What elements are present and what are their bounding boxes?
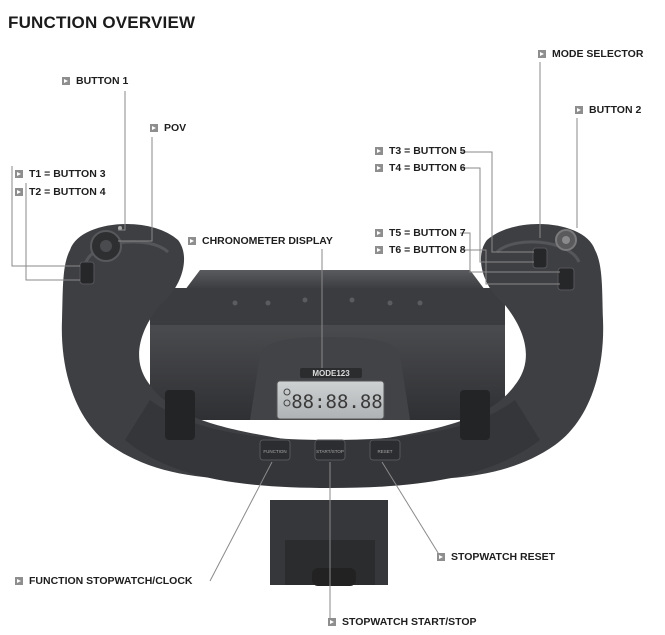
lcd-digits: 88:88.88	[291, 391, 383, 413]
label-t5: T5 = BUTTON 7	[375, 227, 466, 239]
label-mode-selector: MODE SELECTOR	[538, 48, 643, 60]
lcd-mode-text: MODE123	[312, 369, 350, 378]
reset-button[interactable]: RESET	[369, 439, 401, 461]
label-button1: BUTTON 1	[62, 75, 128, 87]
svg-text:FUNCTION: FUNCTION	[263, 449, 286, 454]
arrow-icon	[437, 553, 445, 561]
arrow-icon	[375, 147, 383, 155]
function-button[interactable]: FUNCTION	[259, 439, 291, 461]
svg-text:START/STOP: START/STOP	[316, 449, 344, 454]
arrow-icon	[375, 229, 383, 237]
arrow-icon	[188, 237, 196, 245]
mode-selector-knob[interactable]	[555, 229, 577, 251]
start-stop-button[interactable]: START/STOP	[314, 439, 346, 461]
label-t1: T1 = BUTTON 3	[15, 168, 106, 180]
arrow-icon	[15, 170, 23, 178]
arrow-icon	[375, 246, 383, 254]
arrow-icon	[328, 618, 336, 626]
arrow-icon	[15, 577, 23, 585]
svg-text:RESET: RESET	[377, 449, 392, 454]
page-title: FUNCTION OVERVIEW	[8, 13, 196, 32]
label-t2: T2 = BUTTON 4	[15, 186, 106, 198]
arrow-icon	[15, 188, 23, 196]
right-handle	[375, 223, 604, 480]
chronometer-lcd: MODE123 88:88.88	[276, 368, 385, 420]
label-stopwatch-start: STOPWATCH START/STOP	[328, 616, 477, 628]
label-t6: T6 = BUTTON 8	[375, 244, 466, 256]
label-t3: T3 = BUTTON 5	[375, 145, 466, 157]
label-chronometer: CHRONOMETER DISPLAY	[188, 235, 333, 247]
label-function-stopwatch: FUNCTION STOPWATCH/CLOCK	[15, 575, 193, 587]
t1-t2-rocker[interactable]	[79, 261, 95, 285]
t3-t4-rocker[interactable]	[532, 247, 548, 269]
arrow-icon	[150, 124, 158, 132]
label-stopwatch-reset: STOPWATCH RESET	[437, 551, 555, 563]
yoke-shaft	[270, 500, 388, 586]
pov-hat[interactable]	[90, 230, 122, 262]
arrow-icon	[575, 106, 583, 114]
label-pov: POV	[150, 122, 186, 134]
label-button2: BUTTON 2	[575, 104, 641, 116]
button1-marker[interactable]	[118, 226, 122, 230]
t5-t6-rocker[interactable]	[557, 267, 575, 291]
arrow-icon	[538, 50, 546, 58]
arrow-icon	[62, 77, 70, 85]
leader-lines	[11, 62, 578, 622]
arrow-icon	[375, 164, 383, 172]
left-handle	[61, 223, 291, 480]
label-t4: T4 = BUTTON 6	[375, 162, 466, 174]
